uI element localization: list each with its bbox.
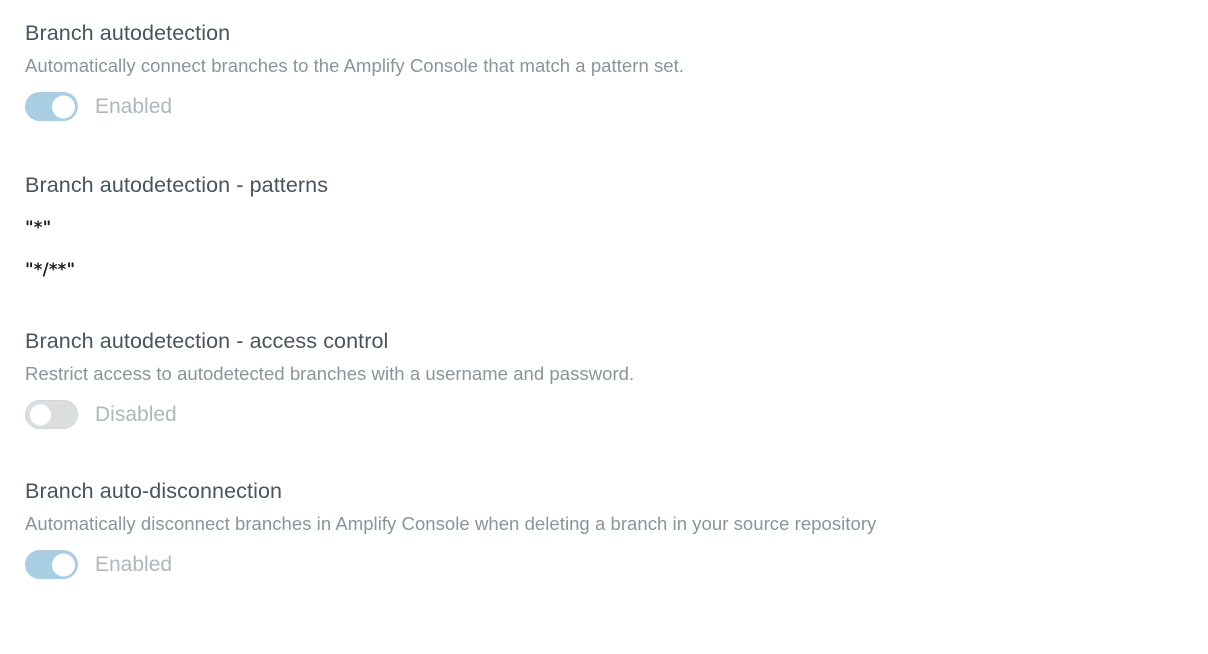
section-heading-access-control: Branch autodetection - access control [25,329,389,353]
section-description-auto-disconnection: Automatically disconnect branches in Amp… [25,513,877,534]
toggle-auto-disconnection[interactable] [25,550,78,579]
pattern-list: "*" "*/**" [25,217,1208,281]
section-heading-patterns: Branch autodetection - patterns [25,173,329,197]
section-branch-auto-disconnection: Branch auto-disconnection Automatically … [25,476,1208,579]
section-branch-autodetection-access-control: Branch autodetection - access control Re… [25,326,1208,429]
section-description-access-control: Restrict access to autodetected branches… [25,363,635,384]
toggle-row-branch-autodetection: Enabled [25,92,1208,121]
toggle-access-control[interactable] [25,400,78,429]
pattern-item: "*" [25,218,52,237]
section-heading-auto-disconnection: Branch auto-disconnection [25,479,283,503]
toggle-knob-icon [52,553,75,576]
toggle-row-auto-disconnection: Enabled [25,550,1208,579]
toggle-label-auto-disconnection: Enabled [95,552,173,576]
section-branch-autodetection-patterns: Branch autodetection - patterns "*" "*/*… [25,170,1208,281]
toggle-label-access-control: Disabled [95,402,177,426]
toggle-knob-icon [29,403,52,426]
toggle-row-access-control: Disabled [25,400,1208,429]
toggle-label-branch-autodetection: Enabled [95,94,173,118]
section-branch-autodetection: Branch autodetection Automatically conne… [25,18,1208,121]
section-description-branch-autodetection: Automatically connect branches to the Am… [25,55,684,76]
pattern-item: "*/**" [25,260,76,279]
toggle-branch-autodetection[interactable] [25,92,78,121]
section-heading-branch-autodetection: Branch autodetection [25,21,231,45]
toggle-knob-icon [52,95,75,118]
